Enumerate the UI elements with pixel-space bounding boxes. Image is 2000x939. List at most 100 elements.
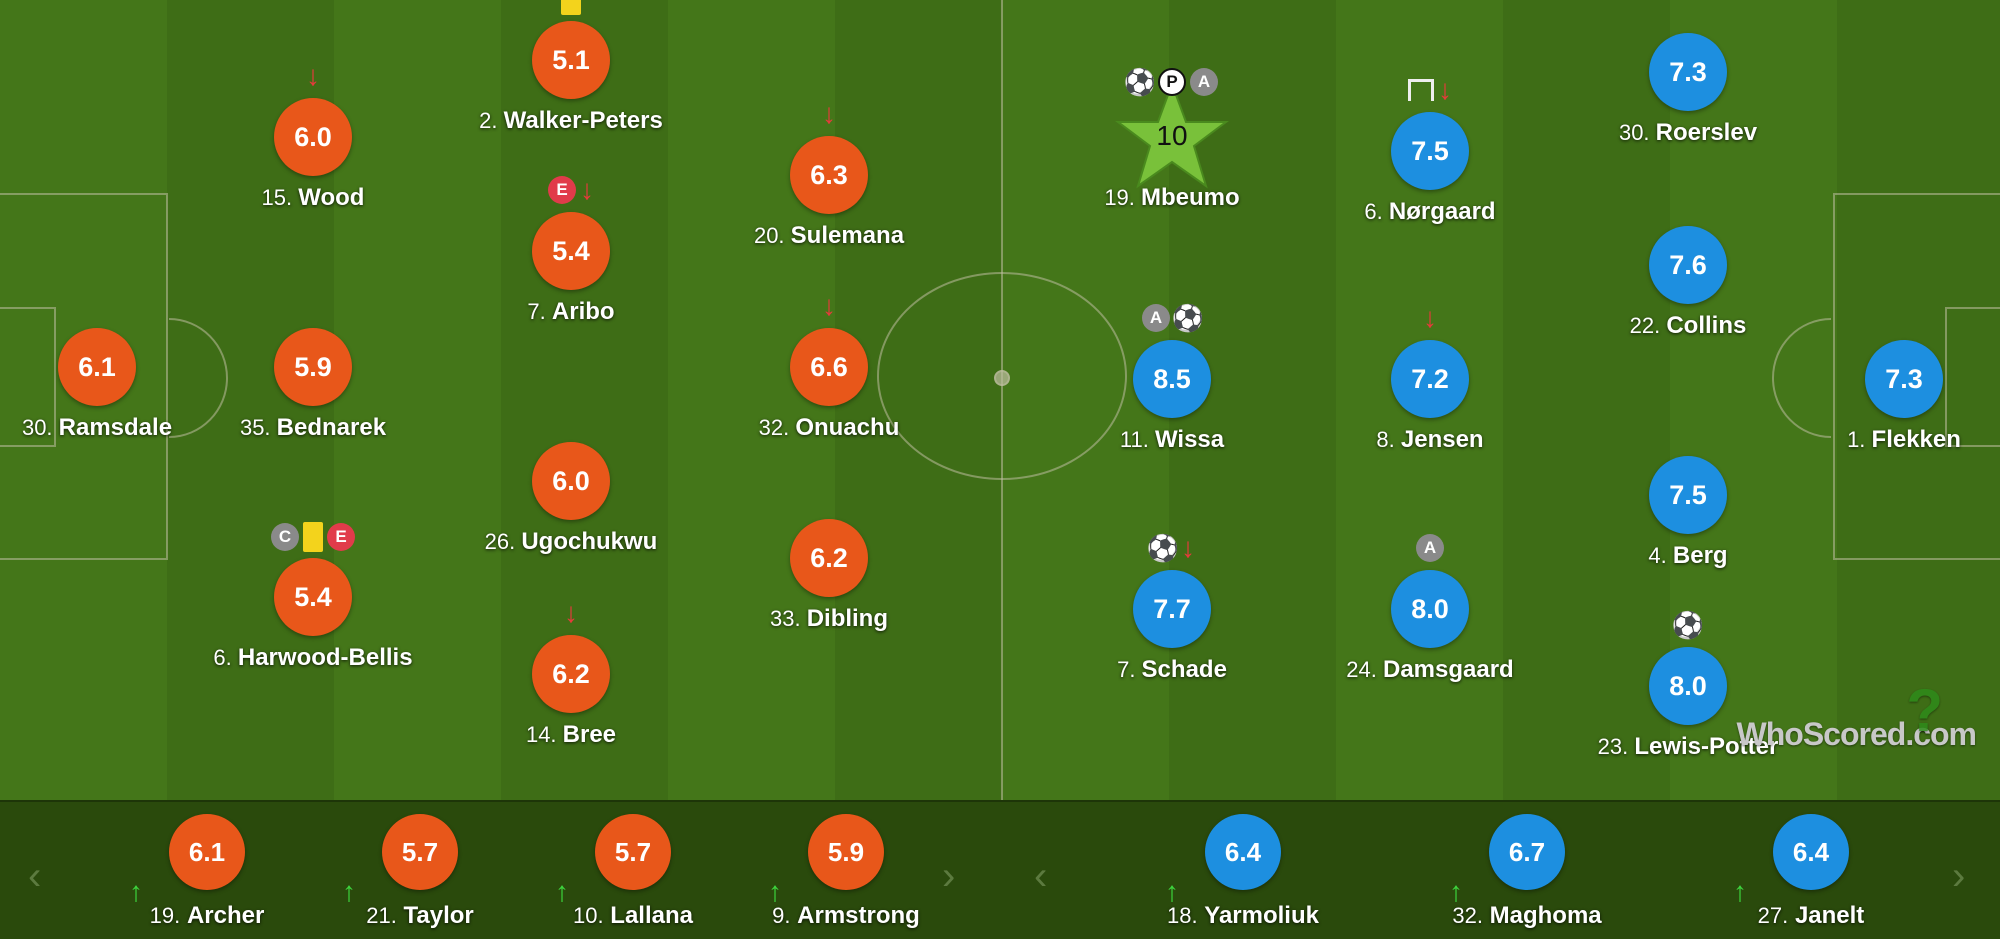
- home-sub-lallana[interactable]: 5.7↑10. Lallana: [533, 814, 733, 939]
- home-player-onuachu[interactable]: 6.6↓32. Onuachu: [709, 292, 949, 468]
- player-name: Schade: [1141, 656, 1227, 683]
- away-subs-prev-icon[interactable]: ‹: [1034, 854, 1048, 898]
- player-rating: 5.7: [382, 814, 458, 890]
- player-name-label: 6. Harwood-Bellis: [153, 644, 473, 672]
- away-player-jensen[interactable]: 7.2↓8. Jensen: [1310, 304, 1550, 480]
- player-rating: 6.1: [58, 328, 136, 406]
- home-player-sulemana[interactable]: 6.3 ↓ 20. Sulemana: [709, 100, 949, 276]
- player-name-label: 30. Ramsdale: [0, 414, 257, 442]
- shirt-number: 19.: [149, 903, 181, 928]
- away-player-lewis-potter[interactable]: 8.0⚽23. Lewis-Potter: [1568, 611, 1808, 787]
- player-rating: 10: [1156, 120, 1188, 151]
- goal-ball-icon: ⚽: [1171, 303, 1205, 333]
- goal-ball-icon: ⚽: [1671, 610, 1705, 640]
- home-player-wood[interactable]: 6.0↓15. Wood: [193, 62, 433, 238]
- player-rating: 6.4: [1773, 814, 1849, 890]
- logo-mark-icon: ?: [1906, 677, 1943, 744]
- assist-icon: A: [1142, 304, 1170, 332]
- shirt-number: 6.: [213, 645, 238, 670]
- home-sub-armstrong[interactable]: 5.9↑9. Armstrong: [746, 814, 946, 939]
- away-player-schade[interactable]: 7.7 ⚽↓ 7. Schade: [1052, 534, 1292, 710]
- player-name: Sulemana: [790, 222, 905, 249]
- away-subs-next-icon[interactable]: ›: [1952, 854, 1966, 898]
- player-name-label: 23. Lewis-Potter: [1528, 733, 1848, 761]
- shirt-number: 1.: [1847, 427, 1872, 452]
- subbed-off-arrow-icon: ↓: [1181, 532, 1195, 563]
- shirt-number: 7.: [527, 299, 552, 324]
- player-rating: 7.7: [1133, 570, 1211, 648]
- home-player-bree[interactable]: 6.2↓14. Bree: [451, 599, 691, 775]
- home-subs-next-icon[interactable]: ›: [942, 854, 956, 898]
- player-name-label: 9. Armstrong: [706, 902, 986, 930]
- shirt-number: 20.: [753, 223, 791, 248]
- player-rating: 5.1: [532, 21, 610, 99]
- player-rating: 7.3: [1649, 33, 1727, 111]
- subbed-off-arrow-icon: ↓: [822, 98, 836, 129]
- right-penalty-area: [1833, 193, 2000, 560]
- man-of-the-match-star-icon: 10: [1114, 80, 1230, 190]
- player-event-icons: ↓: [822, 100, 836, 128]
- shirt-number: 32.: [758, 415, 796, 440]
- player-event-icons: ↓: [822, 292, 836, 320]
- player-name-label: 6. Nørgaard: [1270, 198, 1590, 226]
- player-name-label: 22. Collins: [1528, 312, 1848, 340]
- subbed-off-arrow-icon: ↓: [564, 597, 578, 628]
- shirt-number: 15.: [261, 185, 299, 210]
- player-name-label: 1. Flekken: [1744, 426, 2000, 454]
- player-rating: 7.6: [1649, 226, 1727, 304]
- player-rating: 6.4: [1205, 814, 1281, 890]
- yellow-card-icon: [561, 0, 581, 15]
- player-name: Harwood-Bellis: [237, 644, 413, 671]
- shirt-number: 33.: [769, 606, 807, 631]
- player-event-icons: ⚽↓: [1147, 532, 1195, 563]
- player-rating: 6.6: [790, 328, 868, 406]
- assist-icon: A: [1190, 68, 1218, 96]
- player-name: Ramsdale: [58, 414, 173, 441]
- player-rating: 8.0: [1649, 647, 1727, 725]
- player-name: Aribo: [551, 298, 615, 325]
- subbed-on-arrow-icon: ↑: [342, 876, 356, 907]
- shirt-number: 19.: [1104, 185, 1142, 210]
- player-name: Berg: [1672, 542, 1728, 569]
- away-sub-maghoma[interactable]: 6.7↑32. Maghoma: [1427, 814, 1627, 939]
- assist-icon: A: [1416, 534, 1444, 562]
- player-name-label: 10. Lallana: [493, 902, 773, 930]
- player-rating: 6.0: [532, 442, 610, 520]
- player-name-label: 15. Wood: [153, 184, 473, 212]
- player-name-label: 7. Schade: [1012, 656, 1332, 684]
- away-sub-janelt[interactable]: 6.4↑27. Janelt: [1711, 814, 1911, 939]
- player-rating: 8.0: [1391, 570, 1469, 648]
- away-player-n-rgaard[interactable]: 7.5↓6. Nørgaard: [1310, 76, 1550, 252]
- player-rating: 8.5: [1133, 340, 1211, 418]
- home-subs-prev-icon[interactable]: ‹: [28, 854, 42, 898]
- player-name: Collins: [1666, 312, 1747, 339]
- shirt-number: 22.: [1629, 313, 1667, 338]
- away-player-collins[interactable]: 7.6 22. Collins: [1568, 226, 1808, 366]
- player-rating: 6.3: [790, 136, 868, 214]
- player-rating: 5.9: [274, 328, 352, 406]
- home-sub-taylor[interactable]: 5.7↑21. Taylor: [320, 814, 520, 939]
- subbed-off-arrow-icon: ↓: [822, 290, 836, 321]
- player-name: Lallana: [610, 902, 693, 929]
- player-name: Yarmoliuk: [1204, 902, 1319, 929]
- away-sub-yarmoliuk[interactable]: 6.4↑18. Yarmoliuk: [1143, 814, 1343, 939]
- home-sub-archer[interactable]: 6.1↑19. Archer: [107, 814, 307, 939]
- player-name: Janelt: [1794, 902, 1865, 929]
- left-penalty-area: [0, 193, 168, 560]
- shirt-number: 7.: [1117, 657, 1142, 682]
- player-event-icons: ⚽: [1671, 610, 1705, 640]
